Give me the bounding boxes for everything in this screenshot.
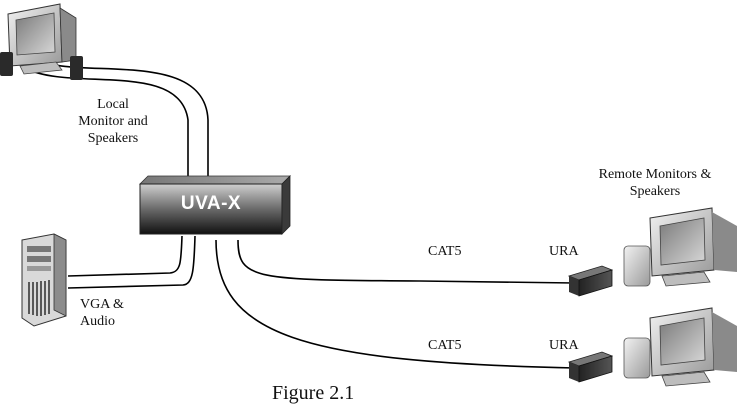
remote-label-line-1: Remote Monitors & <box>598 167 712 182</box>
receiver-2-icon <box>567 351 614 383</box>
local-label-line-2: Monitor and <box>78 114 148 129</box>
cat5-cable-2 <box>215 239 576 369</box>
remote-speaker-1-icon <box>623 245 651 287</box>
cat5-cable-1 <box>237 239 576 284</box>
remote-monitors-label: Remote Monitors & Speakers <box>580 166 730 200</box>
ura-label-1: URA <box>549 244 579 259</box>
cables <box>24 59 576 369</box>
diagram-svg <box>0 3 737 387</box>
local-label-line-3: Speakers <box>87 131 139 146</box>
uva-x-box <box>139 175 291 235</box>
remote-monitor-1-icon <box>623 207 737 287</box>
cat5-label-2: CAT5 <box>428 338 462 353</box>
diagram-canvas: Local Monitor and Speakers Remote Monito… <box>0 3 737 404</box>
local-cable-1 <box>24 67 189 184</box>
remote-speaker-2-icon <box>623 337 651 379</box>
cat5-label-1: CAT5 <box>428 244 462 259</box>
local-speaker-left-icon <box>0 52 13 76</box>
local-monitor-icon <box>0 3 83 80</box>
remote-label-line-2: Speakers <box>629 184 681 199</box>
pc-cable-1 <box>67 235 183 277</box>
local-cable-2 <box>37 59 209 184</box>
pc-cable-2 <box>67 235 196 289</box>
ura-label-2: URA <box>549 338 579 353</box>
computer-tower-icon <box>21 233 67 327</box>
uva-x-label: UVA-X <box>180 193 242 214</box>
remote-monitor-2-icon <box>623 307 737 387</box>
figure-caption: Figure 2.1 <box>272 382 355 404</box>
computer-label: VGA & Audio <box>80 296 124 330</box>
local-label-line-1: Local <box>97 97 129 112</box>
local-speaker-right-icon <box>70 56 83 80</box>
computer-label-line-1: VGA & <box>80 297 124 312</box>
local-monitor-label: Local Monitor and Speakers <box>58 96 168 147</box>
receiver-1-icon <box>567 265 614 297</box>
computer-label-line-2: Audio <box>80 314 115 329</box>
